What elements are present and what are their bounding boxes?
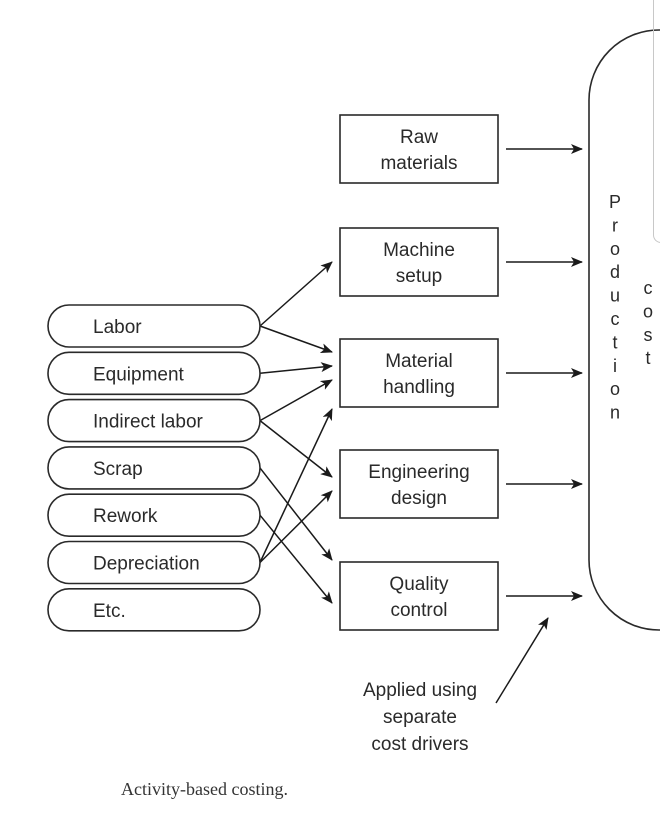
activity-label-line: materials [380,153,457,174]
production-letter: d [610,262,620,282]
production-cost-shape [588,29,660,631]
annotation-line: separate [383,707,457,728]
resource-pill-shape [47,398,261,443]
production-letter: P [609,192,621,212]
resource-pill-shape [47,540,261,585]
production-letter: t [612,332,617,352]
activity-box-shape [339,449,499,519]
activity-label-line: control [390,600,447,621]
activity-box-shape [339,561,499,631]
production-letter: r [612,215,618,235]
link-equipment-to-material-handling [259,362,333,375]
activity-box-shape [339,338,499,408]
link-rework-to-quality-control [259,514,333,604]
resource-pill-shape [47,587,261,632]
activity-material-handling: Material handling [339,338,499,408]
resource-labor: Labor [47,304,261,348]
figure-caption: Activity-based costing. [121,779,288,799]
production-letter: c [611,309,620,329]
resource-depreciation: Depreciation [47,540,261,585]
annotation-line: Applied using [363,680,477,701]
activity-label-line: Raw [400,127,438,148]
activity-label-line: handling [383,377,455,398]
cost-letter: c [644,278,653,298]
cost-letter: s [644,325,653,345]
link-scrap-to-quality-control [259,467,333,561]
resource-pill-shape [47,446,261,490]
resource-label: Etc. [93,601,126,622]
activity-label-line: Quality [389,574,449,595]
cost-letter: t [645,348,650,368]
resource-indirect-labor: Indirect labor [47,398,261,443]
activity-raw-materials: Raw materials [339,114,499,184]
link-indirect-labor-to-material-handling [259,379,333,422]
production-letter: i [613,356,617,376]
resource-pill-shape [47,351,261,396]
link-labor-to-material-handling [259,325,333,353]
activity-machine-setup: Machine setup [339,227,499,297]
link-indirect-labor-to-engineering-design [259,420,333,478]
resource-label: Scrap [93,459,143,480]
overlay-panel-edge [653,0,660,243]
production-letter: u [610,286,620,306]
resource-pill-shape [47,304,261,348]
activity-box-shape [339,114,499,184]
resource-rework: Rework [47,493,261,538]
resource-scrap: Scrap [47,446,261,490]
activity-quality-control: Quality control [339,561,499,631]
activity-label-line: Machine [383,240,455,261]
activity-label-line: setup [396,266,442,287]
activity-label-line: design [391,488,447,509]
activity-box-shape [339,227,499,297]
production-letter: o [610,379,620,399]
annotation-line: cost drivers [371,734,468,755]
activity-to-cost-arrows [506,144,583,601]
link-depreciation-to-engineering-design [259,490,333,564]
resource-pill-shape [47,493,261,538]
link-labor-to-machine-setup [259,261,333,327]
resource-label: Rework [93,506,158,527]
cost-letter: o [643,301,653,321]
resource-label: Labor [93,317,142,338]
cost-driver-annotation: Applied using separate cost drivers [363,617,549,755]
resource-equipment: Equipment [47,351,261,396]
production-letter: o [610,239,620,259]
activity-label-line: Material [385,351,453,372]
annotation-arrow [495,617,549,704]
production-letter: n [610,403,620,423]
resource-label: Indirect labor [93,412,204,433]
link-depreciation-to-material-handling [259,408,333,563]
resource-label: Equipment [93,364,185,385]
activity-label-line: Engineering [368,462,469,483]
resource-etc: Etc. [47,587,261,632]
resource-label: Depreciation [93,554,200,575]
activity-engineering-design: Engineering design [339,449,499,519]
links-layer [259,261,333,604]
